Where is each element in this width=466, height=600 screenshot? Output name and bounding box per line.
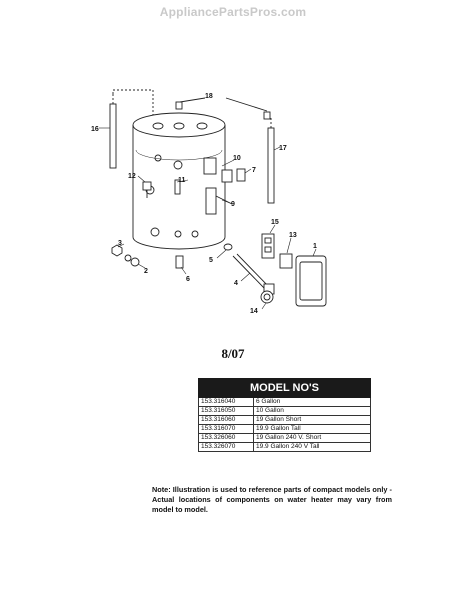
callout-6: 6 xyxy=(186,276,190,283)
model-table-title: MODEL NO'S xyxy=(198,378,371,398)
model-description-cell: 19.9 Gallon Tall xyxy=(253,424,371,434)
callout-13: 13 xyxy=(289,232,297,239)
part-1-access-cover xyxy=(295,255,327,307)
callout-15: 15 xyxy=(271,219,279,226)
part-15-thermostat xyxy=(261,233,275,259)
table-row: 153.316050 10 Gallon xyxy=(198,406,371,416)
callout-3: 3 xyxy=(118,240,122,247)
model-description-cell: 10 Gallon xyxy=(253,406,371,416)
model-description-cell: 19 Gallon Short xyxy=(253,415,371,425)
table-row: 153.326070 19.9 Gallon 240 V Tall xyxy=(198,442,371,452)
callout-17: 17 xyxy=(279,145,287,152)
model-number-cell: 153.326070 xyxy=(198,442,254,452)
table-row: 153.316040 6 Gallon xyxy=(198,397,371,407)
leader-lines xyxy=(99,127,317,310)
part-2-drain-valve xyxy=(124,254,140,267)
callout-8: 18 xyxy=(205,93,213,100)
model-number-cell: 153.316060 xyxy=(198,415,254,425)
table-row: 153.316070 19.9 Gallon Tall xyxy=(198,424,371,434)
part-3-nut xyxy=(111,244,123,257)
site-watermark: AppliancePartsPros.com xyxy=(159,5,307,19)
callout-7: 7 xyxy=(252,167,256,174)
model-number-cell: 153.316070 xyxy=(198,424,254,434)
model-number-table: MODEL NO'S 153.316040 6 Gallon 153.31605… xyxy=(198,378,371,452)
part-5-gasket xyxy=(223,243,233,251)
callout-9: 9 xyxy=(231,201,235,208)
model-number-cell: 153.326060 xyxy=(198,433,254,443)
callout-11: 11 xyxy=(178,177,186,184)
callout-12: 12 xyxy=(128,173,136,180)
table-row: 153.316060 19 Gallon Short xyxy=(198,415,371,425)
part-14-gasket xyxy=(260,290,274,304)
model-number-cell: 153.316040 xyxy=(198,397,254,407)
model-description-cell: 19 Gallon 240 V. Short xyxy=(253,433,371,443)
part-11-nipple xyxy=(174,179,181,195)
part-4-heating-element xyxy=(232,253,275,295)
table-row: 153.326060 19 Gallon 240 V. Short xyxy=(198,433,371,443)
model-description-cell: 6 Gallon xyxy=(253,397,371,407)
exploded-parts-diagram: 1 2 3 4 5 6 7 18 9 10 11 12 13 14 15 16 … xyxy=(91,89,327,315)
callout-2: 2 xyxy=(144,268,148,275)
part-10-thermostat xyxy=(221,169,233,183)
part-6-plug xyxy=(175,255,184,269)
part-18-fittings xyxy=(175,97,271,120)
model-description-cell: 19.9 Gallon 240 V Tall xyxy=(253,442,371,452)
callout-5: 5 xyxy=(209,257,213,264)
part-16-dip-tube xyxy=(109,89,154,169)
illustration-note: Note: Illustration is used to reference … xyxy=(152,485,392,514)
part-12-relief-valve xyxy=(142,181,152,198)
part-7-bracket xyxy=(236,168,246,182)
part-17-anode-rod xyxy=(267,118,275,204)
model-number-cell: 153.316050 xyxy=(198,406,254,416)
callout-labels: 1 2 3 4 5 6 7 18 9 10 11 12 13 14 15 16 … xyxy=(91,93,317,315)
part-13-switch xyxy=(279,253,293,269)
callout-1: 1 xyxy=(313,243,317,250)
callout-10: 10 xyxy=(233,155,241,162)
callout-14: 14 xyxy=(250,308,258,315)
callout-4: 4 xyxy=(234,280,238,287)
date-code: 8/07 xyxy=(221,346,245,361)
callout-16: 16 xyxy=(91,126,99,133)
